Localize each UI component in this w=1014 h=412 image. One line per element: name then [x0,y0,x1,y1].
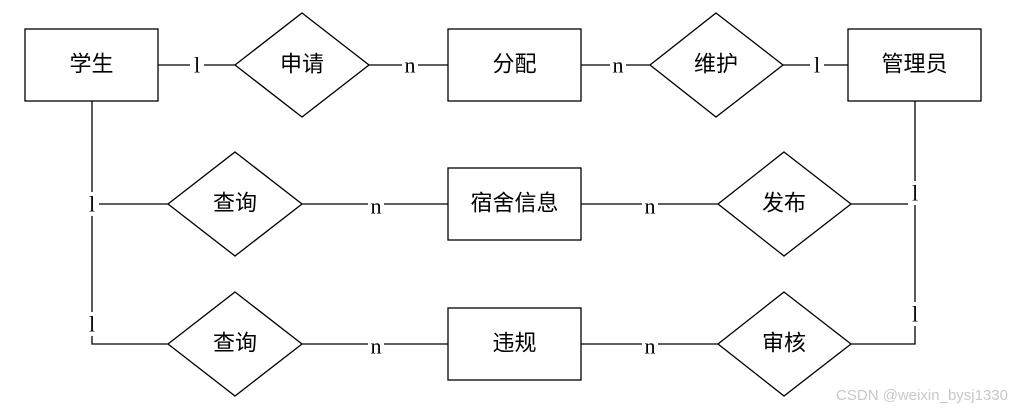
relationship-apply: 申请 [233,12,371,118]
entity-dorm-info: 宿舍信息 [447,167,582,241]
line-review-admin [851,204,916,345]
relationship-query-dorm: 查询 [166,151,304,257]
entity-allocation-label: 分配 [492,53,536,78]
relationship-apply-label: 申请 [280,53,324,78]
relationship-review: 审核 [716,291,853,397]
line-student-query-violation [91,204,168,345]
relationship-query-violation: 查询 [166,291,304,397]
cardinality-review-admin: l [912,302,918,327]
entity-admin: 管理员 [847,28,982,102]
cardinality-labels: l n n l l n n l l n n l [85,53,922,359]
relationship-publish-label: 发布 [762,192,806,217]
entity-student-label: 学生 [69,53,113,78]
entity-violation: 违规 [447,307,582,381]
relationship-publish: 发布 [716,151,853,257]
csdn-watermark: CSDN @weixin_bysj1330 [836,387,1008,404]
relationship-maintain-label: 维护 [694,53,738,78]
cardinality-student-query-dorm: l [89,192,95,217]
relationship-query-violation-label: 查询 [213,332,257,357]
entity-violation-label: 违规 [492,332,536,357]
cardinality-apply-allocation: n [405,53,416,78]
cardinality-allocation-maintain: n [613,53,624,78]
cardinality-dorm-info-publish: n [645,194,656,219]
cardinality-query-dorm-info: n [371,194,382,219]
entity-allocation: 分配 [447,28,582,102]
entity-admin-label: 管理员 [881,53,947,78]
relationship-query-dorm-label: 查询 [213,192,257,217]
cardinality-violation-review: n [645,334,656,359]
entity-student: 学生 [24,28,159,102]
relationship-review-label: 审核 [762,332,806,357]
cardinality-query-violation: n [371,334,382,359]
line-student-query-dorm [91,101,168,205]
cardinality-maintain-admin: l [814,53,820,78]
cardinality-student-query-violation: l [89,312,95,337]
relationship-maintain: 维护 [648,12,785,118]
line-publish-admin [851,101,916,205]
entity-dorm-info-label: 宿舍信息 [470,192,558,217]
cardinality-publish-admin: l [912,181,918,206]
cardinality-student-apply: l [194,53,200,78]
